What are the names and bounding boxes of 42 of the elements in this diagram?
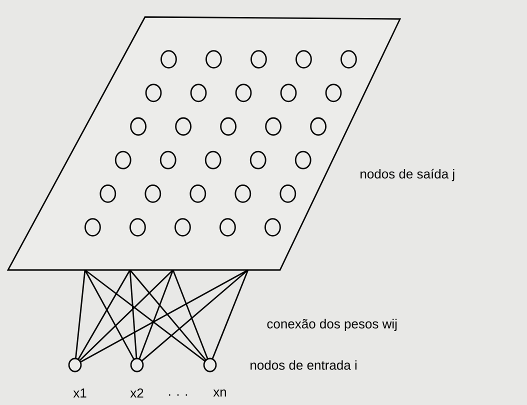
circle — [234, 184, 252, 203]
circle — [250, 150, 266, 170]
circle — [190, 84, 207, 102]
circle — [280, 84, 297, 102]
connection-line — [141, 269, 248, 362]
circle — [160, 150, 176, 170]
circle — [100, 184, 116, 203]
circle — [294, 150, 312, 170]
circle — [220, 117, 236, 136]
connection-line — [138, 270, 174, 360]
node-label: x1 — [73, 388, 86, 398]
circle — [68, 358, 82, 372]
circle — [114, 150, 132, 170]
circle — [325, 84, 342, 102]
node-label: x2 — [130, 388, 144, 398]
connection-line — [80, 269, 248, 363]
connection-line — [77, 270, 131, 360]
text-label: . . . — [168, 394, 188, 396]
connection-line — [78, 270, 174, 362]
circle — [144, 184, 162, 203]
circle — [145, 84, 162, 102]
connection-line — [74, 270, 86, 359]
circle — [203, 358, 217, 372]
circle — [130, 117, 146, 136]
circle — [265, 117, 282, 136]
text-label: conexão dos pesos wij — [267, 318, 397, 332]
circle — [310, 117, 326, 136]
circle — [190, 184, 206, 203]
circle — [204, 150, 222, 170]
text-label: nodos de entrada i — [250, 360, 356, 370]
connection-line — [129, 270, 138, 359]
circle — [280, 184, 296, 203]
node-label: xn — [213, 390, 226, 396]
circle — [235, 84, 252, 102]
circle — [175, 117, 192, 136]
connection-line — [129, 270, 207, 361]
connection-line — [212, 270, 249, 360]
circle — [130, 358, 144, 372]
node-label: nodos de saída j — [360, 168, 454, 182]
connection-line — [84, 269, 206, 362]
connection-line — [84, 270, 135, 360]
connection-line — [172, 270, 208, 360]
